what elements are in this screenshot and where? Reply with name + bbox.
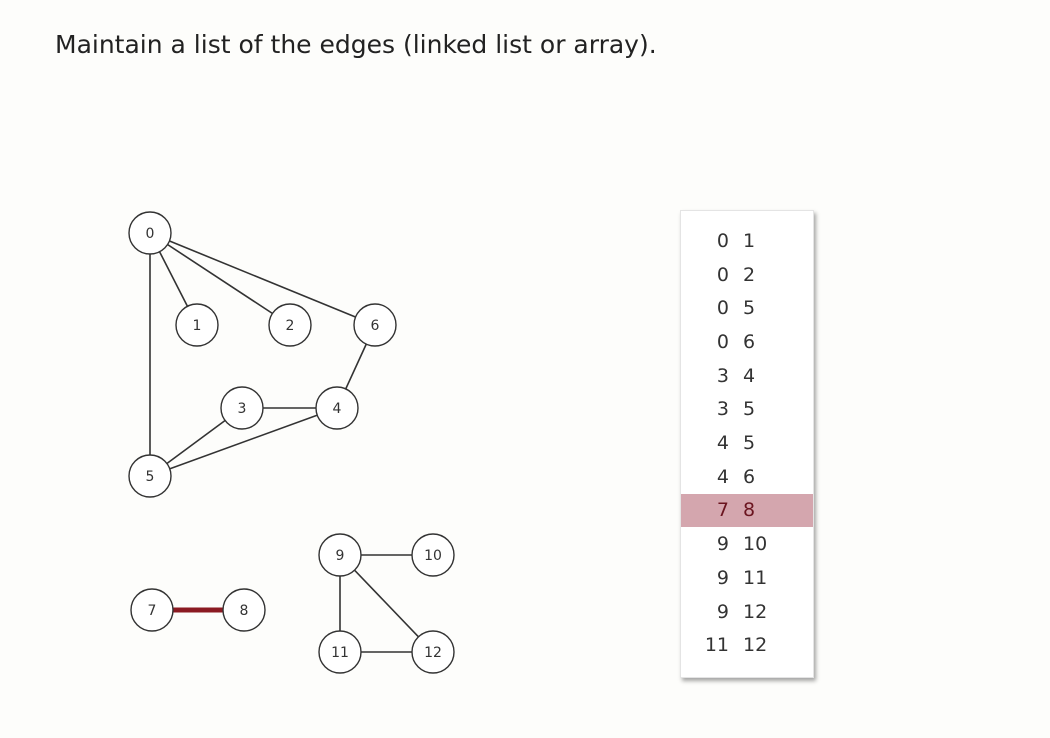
edge-endpoint-b: 5 [743,297,756,320]
graph-node-4: 4 [315,386,359,430]
node-circle [220,386,264,430]
graph-edge-4-5 [149,407,338,477]
graph-node-7: 7 [130,588,174,632]
node-circle [130,588,174,632]
node-circle [128,454,172,498]
graph-node-0: 0 [128,211,172,255]
node-label: 7 [148,603,157,619]
graph-node-9: 9 [318,533,362,577]
node-circle [128,211,172,255]
edge-endpoint-a: 11 [704,634,729,657]
slide-title: Maintain a list of the edges (linked lis… [55,30,657,59]
node-circle [411,630,455,674]
edge-endpoint-a: 7 [716,499,729,522]
graph-node-10: 10 [411,533,455,577]
edge-endpoint-b: 1 [743,229,756,252]
edge-list-row: 9 11 [681,561,813,595]
graph-edge-0-6 [149,232,376,326]
graph-node-5: 5 [128,454,172,498]
graph-node-12: 12 [411,630,455,674]
node-label: 10 [424,548,442,564]
graph-edge-0-2 [149,232,291,326]
graph-edge-9-12 [339,554,434,653]
node-circle [315,386,359,430]
edge-endpoint-b: 2 [743,263,756,286]
node-label: 0 [146,226,155,242]
edge-endpoint-b: 5 [743,398,756,421]
edge-endpoint-a: 3 [716,364,729,387]
graph-node-1: 1 [175,303,219,347]
edge-endpoint-b: 8 [743,499,756,522]
edge-endpoint-a: 0 [716,263,729,286]
node-circle [268,303,312,347]
edge-endpoint-a: 0 [716,229,729,252]
node-circle [353,303,397,347]
node-label: 6 [371,318,380,334]
graph-node-11: 11 [318,630,362,674]
graph-node-8: 8 [222,588,266,632]
edge-endpoint-b: 12 [743,634,768,657]
node-label: 2 [286,318,295,334]
edge-endpoint-b: 10 [743,533,768,556]
edge-list-row: 11 12 [681,628,813,662]
edge-list-row: 9 12 [681,595,813,629]
edge-endpoint-b: 6 [743,330,756,353]
graph-node-2: 2 [268,303,312,347]
edge-endpoint-a: 9 [716,533,729,556]
node-circle [318,630,362,674]
node-label: 4 [333,401,342,417]
edge-endpoint-a: 4 [716,465,729,488]
graph-node-6: 6 [353,303,397,347]
node-circle [222,588,266,632]
node-circle [175,303,219,347]
edge-endpoint-b: 5 [743,432,756,455]
node-label: 8 [240,603,249,619]
edge-endpoint-a: 9 [716,566,729,589]
edge-endpoint-a: 4 [716,432,729,455]
edge-endpoint-b: 12 [743,600,768,623]
node-label: 12 [424,645,442,661]
node-label: 3 [238,401,247,417]
node-label: 5 [146,469,155,485]
edge-endpoint-a: 0 [716,330,729,353]
edge-endpoint-a: 9 [716,600,729,623]
edge-list-row: 9 10 [681,527,813,561]
node-circle [411,533,455,577]
node-circle [318,533,362,577]
node-label: 11 [331,645,349,661]
edge-endpoint-a: 3 [716,398,729,421]
edge-endpoint-b: 6 [743,465,756,488]
graph-node-3: 3 [220,386,264,430]
edge-endpoint-b: 4 [743,364,756,387]
node-label: 9 [336,548,345,564]
node-label: 1 [193,318,202,334]
edge-endpoint-a: 0 [716,297,729,320]
edge-endpoint-b: 11 [743,566,768,589]
